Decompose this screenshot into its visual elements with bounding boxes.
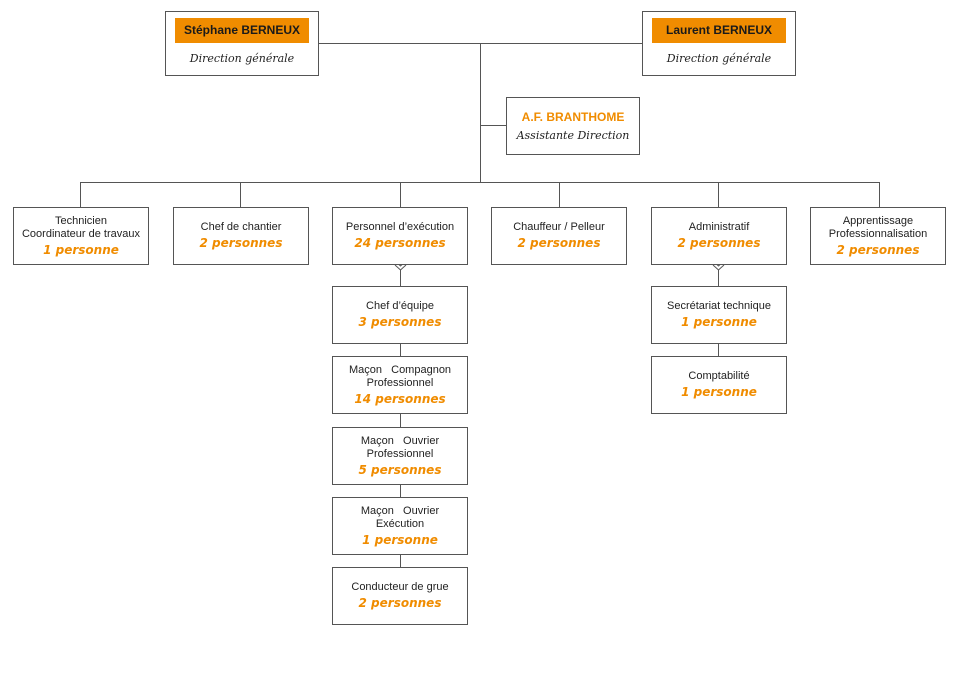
role-secretariat: Secrétariat technique 1 personne — [651, 286, 787, 344]
role-macon-ouvrier-pro: Maçon Ouvrier Professionnel 5 personnes — [332, 427, 468, 485]
headcount: 1 personne — [681, 315, 757, 329]
department-label: Chef de chantier — [200, 221, 282, 233]
headcount: 5 personnes — [358, 462, 442, 477]
headcount: 2 personnes — [677, 236, 761, 250]
role-label: Maçon Ouvrier — [360, 504, 440, 517]
department-label: Administratif — [688, 221, 750, 233]
assistant-name: A.F. BRANTHOME — [521, 109, 625, 124]
headcount: 14 personnes — [354, 391, 446, 406]
role-label: Conducteur de grue — [351, 581, 449, 593]
headcount: 2 personnes — [836, 242, 920, 257]
headcount: 2 personnes — [517, 236, 601, 250]
department-technicien: Technicien Coordinateur de travaux 1 per… — [13, 207, 149, 265]
role-label: Maçon Ouvrier — [360, 434, 440, 447]
director-role: Direction générale — [666, 52, 772, 65]
department-administratif: Administratif 2 personnes — [651, 207, 787, 265]
department-personnel-execution: Personnel d’exécution 24 personnes — [332, 207, 468, 265]
chevron-down-icon — [712, 264, 725, 271]
headcount: 1 personne — [362, 532, 438, 547]
role-chef-equipe: Chef d’équipe 3 personnes — [332, 286, 468, 344]
headcount: 3 personnes — [358, 315, 442, 329]
role-label: Professionnel — [366, 447, 434, 460]
headcount: 24 personnes — [354, 236, 446, 250]
director-role: Direction générale — [189, 52, 295, 65]
role-conducteur-grue: Conducteur de grue 2 personnes — [332, 567, 468, 625]
headcount: 2 personnes — [358, 596, 442, 610]
assistant-box: A.F. BRANTHOME Assistante Direction — [506, 97, 640, 155]
role-macon-ouvrier-exec: Maçon Ouvrier Exécution 1 personne — [332, 497, 468, 555]
department-label: Coordinateur de travaux — [21, 227, 140, 240]
director-box-1: Stéphane BERNEUX Direction générale — [165, 11, 319, 76]
headcount: 2 personnes — [199, 236, 283, 250]
department-chauffeur-pelleur: Chauffeur / Pelleur 2 personnes — [491, 207, 627, 265]
role-macon-compagnon: Maçon Compagnon Professionnel 14 personn… — [332, 356, 468, 414]
role-comptabilite: Comptabilité 1 personne — [651, 356, 787, 414]
role-label: Maçon Compagnon — [348, 363, 452, 376]
department-label: Apprentissage — [842, 214, 914, 227]
role-label: Exécution — [375, 517, 425, 530]
headcount: 1 personne — [681, 385, 757, 399]
department-label: Professionnalisation — [828, 227, 928, 240]
department-label: Personnel d’exécution — [345, 221, 455, 233]
director-name: Laurent BERNEUX — [652, 18, 786, 43]
department-chef-de-chantier: Chef de chantier 2 personnes — [173, 207, 309, 265]
headcount: 1 personne — [43, 242, 119, 257]
director-box-2: Laurent BERNEUX Direction générale — [642, 11, 796, 76]
department-label: Chauffeur / Pelleur — [513, 221, 605, 233]
role-label: Secrétariat technique — [667, 300, 771, 312]
department-label: Technicien — [55, 214, 107, 227]
department-apprentissage: Apprentissage Professionnalisation 2 per… — [810, 207, 946, 265]
assistant-role: Assistante Direction — [516, 128, 630, 142]
role-label: Professionnel — [366, 376, 434, 389]
role-label: Chef d’équipe — [366, 300, 434, 312]
director-name: Stéphane BERNEUX — [175, 18, 309, 43]
role-label: Comptabilité — [688, 370, 750, 382]
chevron-down-icon — [394, 264, 407, 271]
